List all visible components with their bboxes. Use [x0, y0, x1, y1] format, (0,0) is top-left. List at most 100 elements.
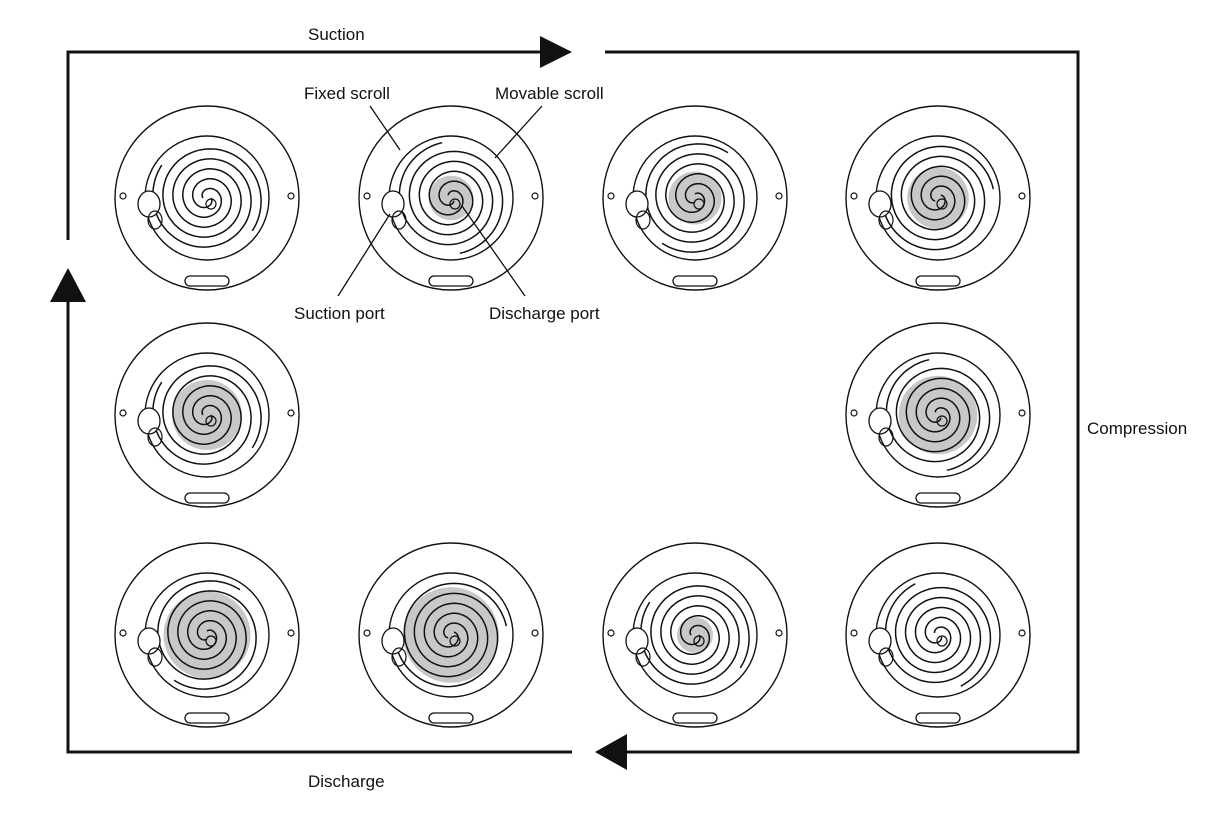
scroll-unit-9 — [602, 542, 788, 728]
suction-port-inner — [878, 427, 894, 447]
bottom-slot — [428, 712, 474, 724]
fixed-scroll-wrap — [890, 145, 995, 241]
gas-pocket — [163, 591, 251, 679]
flow-line-right — [605, 50, 1080, 754]
bolt-hole-right — [287, 629, 295, 637]
bolt-hole-right — [1018, 409, 1026, 417]
housing-circle — [358, 105, 544, 291]
scroll-unit-2 — [358, 105, 544, 291]
movable-scroll-wrap — [881, 155, 986, 251]
fixed-scroll-wrap — [884, 583, 982, 684]
gas-pocket — [428, 175, 474, 221]
gas-pocket — [403, 587, 499, 683]
suction-port-label: Suction port — [294, 304, 385, 323]
fixed-scroll-wrap — [895, 367, 991, 472]
bolt-hole-left — [119, 409, 127, 417]
movable-scroll-wrap — [403, 582, 508, 678]
cycle-flow-lines — [50, 36, 1080, 770]
discharge-port — [449, 198, 461, 210]
bottom-slot — [428, 275, 474, 287]
suction-port — [381, 190, 405, 218]
scroll-unit-4 — [845, 105, 1031, 291]
suction-port — [625, 627, 649, 655]
bolt-hole-left — [850, 629, 858, 637]
fixed-scroll-leader — [369, 105, 401, 151]
discharge-label: Discharge — [308, 772, 385, 791]
housing-circle — [358, 542, 544, 728]
bolt-hole-left — [850, 409, 858, 417]
fixed-scroll-wrap — [640, 595, 740, 685]
bolt-hole-right — [1018, 192, 1026, 200]
bolt-hole-right — [775, 629, 783, 637]
scroll-unit-3 — [602, 105, 788, 291]
bottom-slot — [915, 712, 961, 724]
bottom-slot — [672, 275, 718, 287]
bottom-slot — [184, 712, 230, 724]
gas-pocket — [677, 617, 713, 653]
scroll-unit-5 — [114, 322, 300, 508]
housing-circle — [845, 322, 1031, 508]
housing-circle — [114, 322, 300, 508]
suction-port — [137, 190, 161, 218]
discharge-port-leader — [461, 205, 526, 297]
housing-circle — [602, 542, 788, 728]
bottom-slot — [915, 492, 961, 504]
suction-port — [868, 627, 892, 655]
discharge-port — [205, 635, 217, 647]
suction-port-inner — [635, 647, 651, 667]
movable-scroll-wrap — [894, 586, 992, 687]
scroll-unit-10 — [845, 542, 1031, 728]
suction-port-inner — [878, 210, 894, 230]
bolt-hole-right — [531, 629, 539, 637]
suction-port — [137, 407, 161, 435]
discharge-port — [205, 415, 217, 427]
suction-port-inner — [147, 427, 163, 447]
bolt-hole-left — [119, 192, 127, 200]
flow-line-bottom-left — [66, 300, 572, 754]
suction-port-leader — [337, 213, 391, 297]
housing-circle — [114, 542, 300, 728]
gas-pocket — [668, 171, 722, 225]
scroll-frame — [875, 572, 1001, 698]
housing-circle — [114, 105, 300, 291]
bolt-hole-right — [287, 409, 295, 417]
compression-label: Compression — [1087, 419, 1188, 438]
discharge-arrow — [595, 734, 627, 770]
bolt-hole-left — [607, 192, 615, 200]
fixed-scroll-wrap — [394, 592, 499, 688]
scroll-unit-7 — [114, 542, 300, 728]
bolt-hole-right — [531, 192, 539, 200]
discharge-port — [936, 415, 948, 427]
fixed-scroll-wrap — [167, 590, 257, 690]
bolt-hole-right — [1018, 629, 1026, 637]
leader-lines — [337, 105, 543, 297]
suction-port-inner — [391, 210, 407, 230]
scroll-units — [114, 105, 1031, 728]
flow-line-top-left — [66, 50, 540, 240]
scroll-unit-6 — [845, 322, 1031, 508]
discharge-port — [693, 198, 705, 210]
movable-scroll-wrap — [157, 580, 247, 680]
movable-scroll-wrap — [885, 358, 981, 463]
suction-port — [868, 190, 892, 218]
movable-scroll-wrap — [162, 148, 262, 238]
movable-scroll-label: Movable scroll — [495, 84, 604, 103]
bolt-hole-right — [775, 192, 783, 200]
suction-arrow — [540, 36, 572, 68]
suction-port — [625, 190, 649, 218]
bolt-hole-left — [363, 192, 371, 200]
return-arrow — [50, 268, 86, 302]
fixed-scroll-label: Fixed scroll — [304, 84, 390, 103]
bottom-slot — [672, 712, 718, 724]
gas-pocket — [898, 375, 978, 455]
bolt-hole-right — [287, 192, 295, 200]
movable-scroll-wrap — [650, 585, 750, 675]
bottom-slot — [915, 275, 961, 287]
suction-port-inner — [147, 647, 163, 667]
suction-label: Suction — [308, 25, 365, 44]
bolt-hole-left — [607, 629, 615, 637]
scroll-unit-1 — [114, 105, 300, 291]
discharge-port — [936, 198, 948, 210]
discharge-port-label: Discharge port — [489, 304, 600, 323]
fixed-scroll-wrap — [398, 141, 494, 246]
